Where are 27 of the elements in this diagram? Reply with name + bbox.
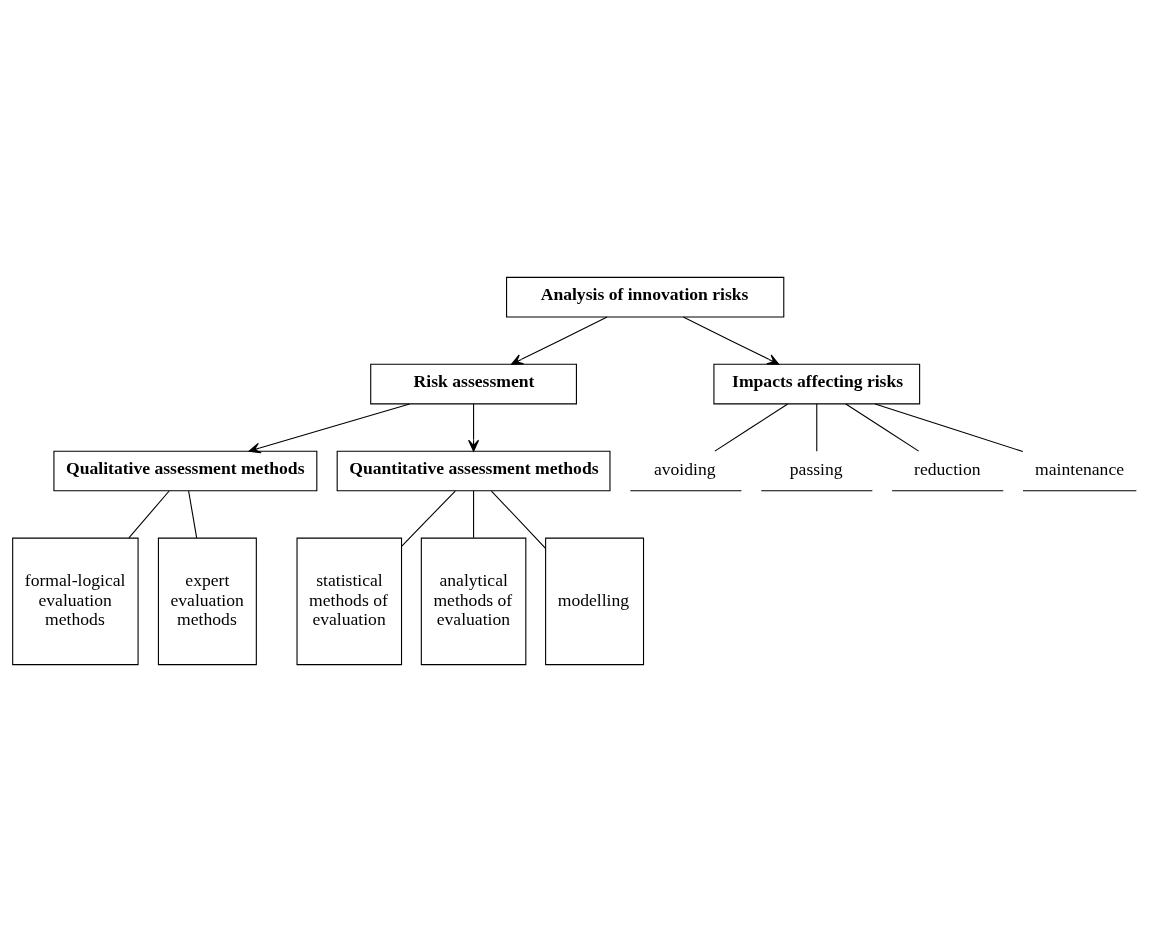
connector <box>473 489 475 538</box>
node-box: analytical methods of evaluation <box>420 537 527 665</box>
node-box: modelling <box>545 537 645 665</box>
connector <box>845 402 920 452</box>
node-text: maintenance <box>1035 458 1125 479</box>
node-box: Risk assessment <box>370 363 577 404</box>
connector <box>874 402 1024 452</box>
node-box: formal-logical evaluation methods <box>12 537 139 665</box>
connector <box>401 489 456 547</box>
node-text: avoiding <box>653 458 716 479</box>
node-text: passing <box>789 458 843 479</box>
node-box: statistical methods of evaluation <box>296 537 403 665</box>
node-box: Qualitative assessment methods <box>53 450 318 491</box>
node-box: Impacts affecting risks <box>713 363 921 404</box>
connector <box>188 489 198 538</box>
node-box: expert evaluation methods <box>157 537 257 665</box>
arrow <box>468 402 480 452</box>
node-box: Quantitative assessment methods <box>336 450 611 491</box>
connector <box>128 489 170 538</box>
arrow <box>511 316 608 365</box>
arrow <box>682 316 780 365</box>
connector <box>816 402 818 452</box>
node-text: reduction <box>914 458 981 479</box>
connector <box>490 489 547 549</box>
connector <box>714 402 789 452</box>
node-box: Analysis of innovation risks <box>506 276 785 318</box>
arrow <box>248 402 411 453</box>
